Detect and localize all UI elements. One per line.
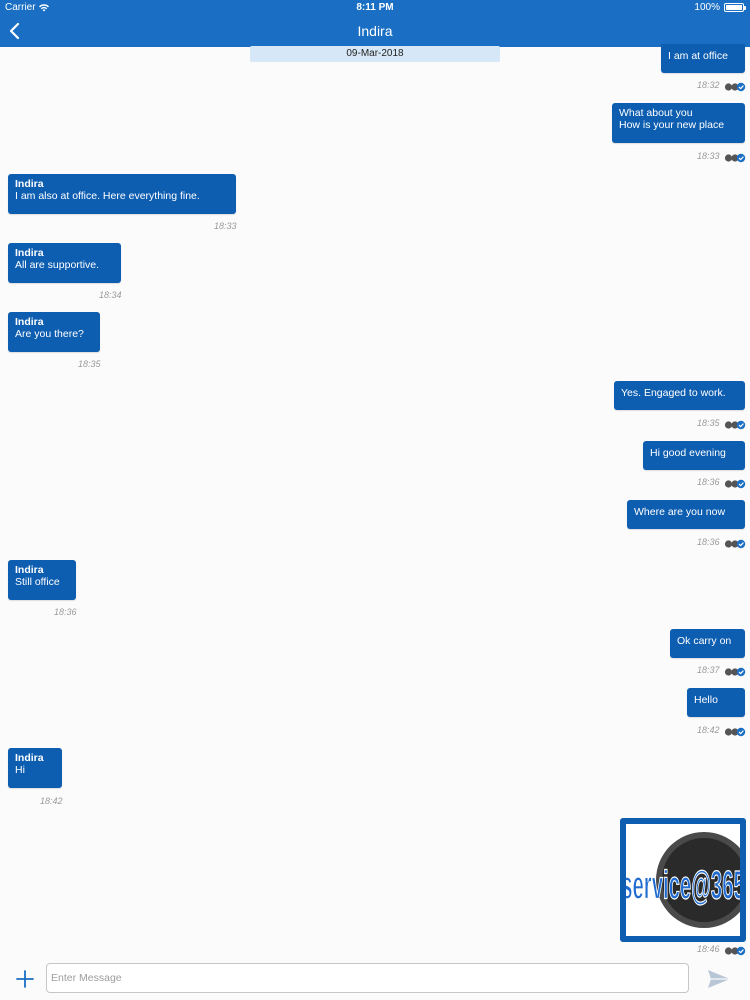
message-time: 18:37 (697, 665, 720, 675)
outgoing-message[interactable]: Hello (687, 688, 745, 717)
message-bubble: Yes. Engaged to work. (614, 381, 745, 410)
message-text: Still office (15, 575, 60, 588)
message-bubble: I am at office (661, 44, 745, 73)
message-time: 18:42 (40, 796, 63, 806)
send-button[interactable] (706, 967, 732, 991)
message-bubble: What about you How is your new place (612, 103, 745, 143)
message-bubble: Ok carry on (670, 629, 745, 658)
outgoing-message[interactable]: What about you How is your new place (612, 103, 745, 143)
double-check-icon (724, 946, 746, 956)
outgoing-message[interactable]: I am at office (661, 44, 745, 73)
outgoing-message[interactable]: Ok carry on (670, 629, 745, 658)
carrier-label: Carrier (5, 2, 36, 13)
status-bar: Carrier 8:11 PM 100% (0, 0, 750, 16)
double-check-icon (724, 153, 746, 163)
message-text: Yes. Engaged to work. (621, 387, 726, 399)
message-text: Are you there? (15, 327, 84, 340)
message-text: All are supportive. (15, 258, 100, 271)
sender-name: Indira (15, 178, 44, 190)
service-logo: service@365 (621, 824, 750, 936)
back-button[interactable] (6, 20, 24, 42)
double-check-icon (724, 727, 746, 737)
double-check-icon (724, 539, 746, 549)
date-separator: 09-Mar-2018 (250, 46, 500, 62)
battery-icon (724, 3, 746, 12)
message-time: 18:36 (697, 477, 720, 487)
message-text: What about you How is your new place (619, 107, 725, 131)
message-text: Where are you now (634, 506, 726, 518)
double-check-icon (724, 82, 746, 92)
message-time: 18:36 (54, 607, 77, 617)
message-text: Ok carry on (677, 635, 732, 647)
message-time: 18:35 (697, 418, 720, 428)
message-text: Hi good evening (650, 447, 726, 459)
logo-text: service@365 (626, 862, 740, 907)
message-time: 18:42 (697, 725, 720, 735)
status-time: 8:11 PM (356, 2, 394, 13)
message-text: I am also at office. Here everything fin… (15, 189, 200, 202)
message-time: 18:35 (78, 359, 101, 369)
message-text: Hi (15, 763, 25, 776)
battery-indicator: 100% (694, 2, 746, 13)
message-bubble: Hello (687, 688, 745, 717)
page-title: Indira (357, 23, 393, 39)
sender-name: Indira (15, 247, 44, 259)
sender-name: Indira (15, 752, 44, 764)
outgoing-message[interactable]: Where are you now (627, 500, 745, 529)
wifi-icon (38, 3, 49, 11)
outgoing-message[interactable]: Yes. Engaged to work. (614, 381, 745, 410)
sender-name: Indira (15, 316, 44, 328)
attach-button[interactable] (14, 968, 36, 990)
message-time: 18:34 (99, 290, 122, 300)
logo-image: service@365 (621, 824, 750, 936)
message-time: 18:33 (697, 151, 720, 161)
message-bubble: Hi good evening (643, 441, 745, 470)
message-text: Hello (694, 694, 718, 706)
message-input[interactable] (46, 963, 689, 993)
message-time: 18:46 (697, 944, 720, 954)
outgoing-message[interactable]: Hi good evening (643, 441, 745, 470)
image-message[interactable]: service@365 (620, 818, 750, 942)
plus-icon (16, 970, 34, 988)
header: Carrier 8:11 PM 100% Indira (0, 0, 750, 47)
double-check-icon (724, 479, 746, 489)
double-check-icon (724, 420, 746, 430)
message-text: I am at office (668, 50, 728, 62)
message-time: 18:36 (697, 537, 720, 547)
double-check-icon (724, 667, 746, 677)
chevron-left-icon (9, 22, 20, 40)
battery-percent: 100% (694, 2, 720, 13)
sender-name: Indira (15, 564, 44, 576)
message-bubble: Where are you now (627, 500, 745, 529)
send-icon (708, 970, 730, 988)
carrier-indicator: Carrier (5, 2, 49, 13)
message-time: 18:32 (697, 80, 720, 90)
message-time: 18:33 (214, 221, 237, 231)
message-composer (0, 958, 750, 1000)
